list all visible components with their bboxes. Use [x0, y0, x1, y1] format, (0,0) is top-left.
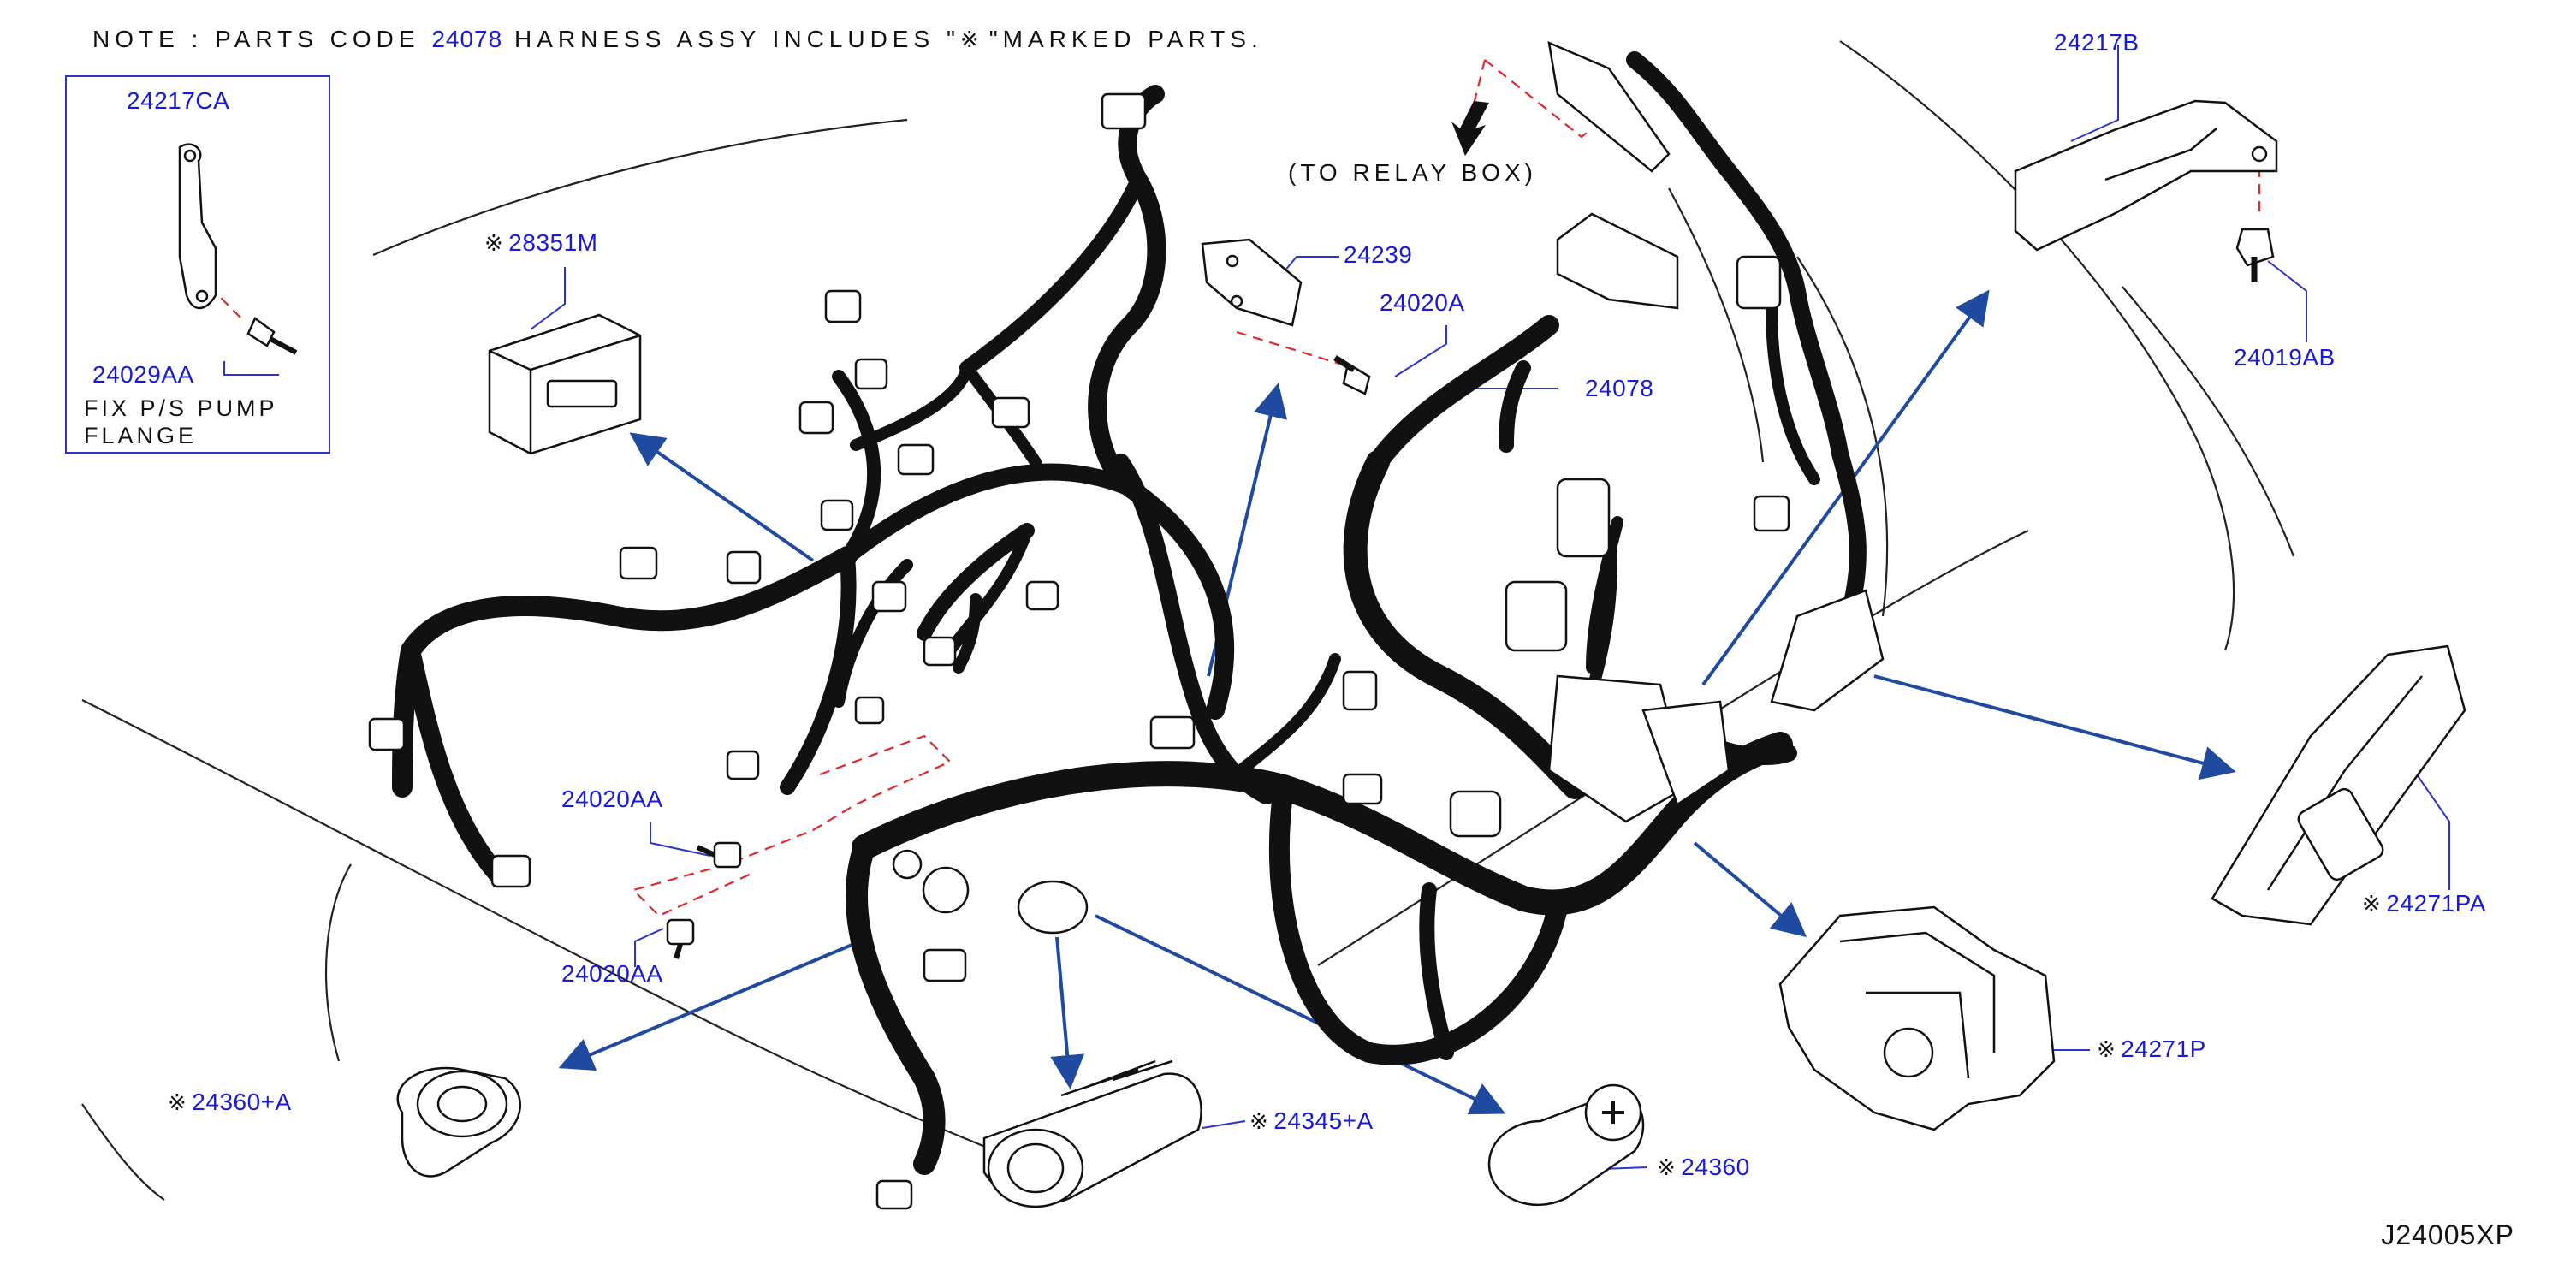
- marker-icon: ※: [2097, 1037, 2116, 1063]
- marker-icon: ※: [1249, 1109, 1269, 1135]
- wire-harness: [392, 51, 1867, 1175]
- marker-icon: ※: [484, 231, 504, 257]
- marker-symbol: ※: [959, 27, 984, 53]
- label-28351M: ※28351M: [484, 229, 598, 257]
- note-mark-after: "MARKED PARTS.: [988, 26, 1263, 52]
- label-leaders: [223, 45, 2450, 1170]
- label-24217CA: 24217CA: [127, 87, 230, 114]
- tube-24345A: [982, 1059, 1202, 1208]
- label-24019AB: 24019AB: [2234, 344, 2336, 371]
- bolts-24020AA: [666, 841, 742, 959]
- bracket-24239: [1201, 238, 1371, 395]
- dashed-leaders: [196, 59, 2261, 917]
- marker-icon: ※: [1657, 1155, 1677, 1181]
- relay-box-label: (TO RELAY BOX): [1288, 159, 1537, 186]
- parts-note: NOTE : PARTS CODE 24078 HARNESS ASSY INC…: [92, 26, 1263, 53]
- grommet-24360A: [396, 1066, 521, 1178]
- fix-note-line2: FLANGE: [84, 423, 198, 448]
- label-24020A: 24020A: [1380, 289, 1465, 316]
- label-24020AA-top: 24020AA: [561, 786, 663, 812]
- relay-arrow: [1451, 101, 1489, 156]
- label-24271P: ※24271P: [2097, 1036, 2206, 1063]
- bracket-24217B: [2014, 99, 2278, 282]
- fuse-block-28351M: [488, 313, 642, 455]
- label-24029AA: 24029AA: [92, 361, 194, 388]
- body-outline: [81, 40, 2295, 1201]
- protector-24271PA: [2211, 644, 2466, 926]
- grommet-24360: [1487, 1083, 1645, 1207]
- label-24239: 24239: [1344, 241, 1413, 268]
- note-prefix: NOTE : PARTS CODE: [92, 26, 420, 52]
- marker-icon: ※: [2362, 892, 2382, 917]
- label-24020AA-bottom: 24020AA: [561, 960, 663, 987]
- fix-note-line1: FIX P/S PUMP: [84, 395, 278, 421]
- connectors: [368, 40, 1885, 1210]
- label-24360: ※24360: [1657, 1154, 1750, 1181]
- inset-box: 24217CA 24029AA FIX P/S PUMP FLANGE: [65, 75, 330, 454]
- note-parts-code: 24078: [431, 26, 503, 52]
- note-suffix: HARNESS ASSY INCLUDES ": [514, 26, 960, 52]
- label-24345A: ※24345+A: [1249, 1107, 1374, 1135]
- marker-icon: ※: [168, 1090, 187, 1116]
- label-24271PA: ※24271PA: [2362, 890, 2486, 917]
- label-24078: 24078: [1585, 375, 1654, 401]
- protector-24271P: [1778, 905, 2056, 1131]
- label-24360A: ※24360+A: [168, 1089, 292, 1116]
- bracket-24217CA: [178, 143, 298, 355]
- label-24217B: 24217B: [2054, 29, 2140, 56]
- diagram-id: J24005XP: [2381, 1220, 2514, 1250]
